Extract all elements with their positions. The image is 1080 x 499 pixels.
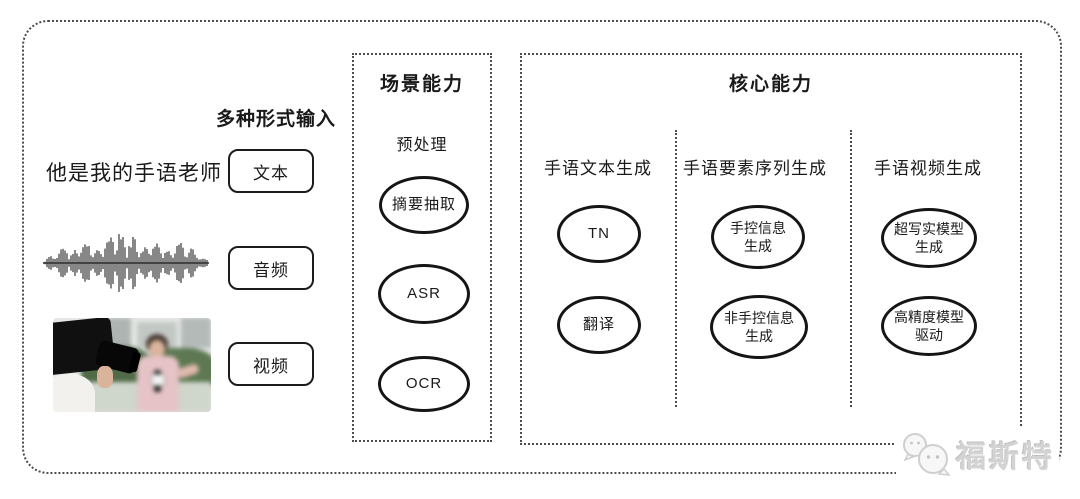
audio-waveform-icon <box>43 234 209 292</box>
input-type-box-text: 文本 <box>228 149 314 193</box>
column-divider <box>850 130 852 407</box>
node-high-precision-model-driving: 高精度模型 驱动 <box>881 296 977 356</box>
watermark: 福斯特 <box>896 428 1059 480</box>
scene-box-subtitle: 预处理 <box>396 137 448 154</box>
node-translation: 翻译 <box>557 296 641 354</box>
text-input-example: 他是我的手语老师 <box>46 162 222 185</box>
node-manual-info-generation: 手控信息 生成 <box>711 205 805 269</box>
faces-logo-icon <box>903 433 951 476</box>
input-type-box-video: 视频 <box>228 342 314 386</box>
scene-capability-box: 场景能力 预处理 摘要抽取 ASR OCR <box>352 53 492 442</box>
scene-box-title: 场景能力 <box>379 74 464 95</box>
node-hyperrealistic-model-generation: 超写实模型 生成 <box>881 208 977 268</box>
column-label-sign-video-generation: 手语视频生成 <box>874 159 982 178</box>
node-tn: TN <box>557 205 641 263</box>
diagram-outer-frame <box>22 20 1062 474</box>
node-non-manual-info-generation: 非手控信息 生成 <box>710 295 808 359</box>
cameraman-hand <box>97 366 113 388</box>
core-box-title: 核心能力 <box>728 74 813 95</box>
building-shape <box>181 318 211 348</box>
column-label-sign-text-generation: 手语文本生成 <box>544 159 652 178</box>
microphone-flag <box>151 374 165 386</box>
node-ocr: OCR <box>378 356 470 412</box>
video-input-thumbnail <box>53 318 211 412</box>
reporter-head <box>149 340 165 358</box>
cameraman-shoulder <box>53 374 95 412</box>
column-label-sign-element-sequence-generation: 手语要素序列生成 <box>683 159 827 178</box>
input-section-header: 多种形式输入 <box>216 109 337 130</box>
column-divider <box>675 130 677 407</box>
node-asr: ASR <box>378 264 470 324</box>
core-capability-box: 核心能力 手语文本生成 手语要素序列生成 手语视频生成 TN 翻译 手控信息 生… <box>520 53 1022 445</box>
node-summary-extraction: 摘要抽取 <box>379 176 469 234</box>
input-type-box-audio: 音频 <box>228 246 314 290</box>
watermark-text: 福斯特 <box>956 441 1055 474</box>
